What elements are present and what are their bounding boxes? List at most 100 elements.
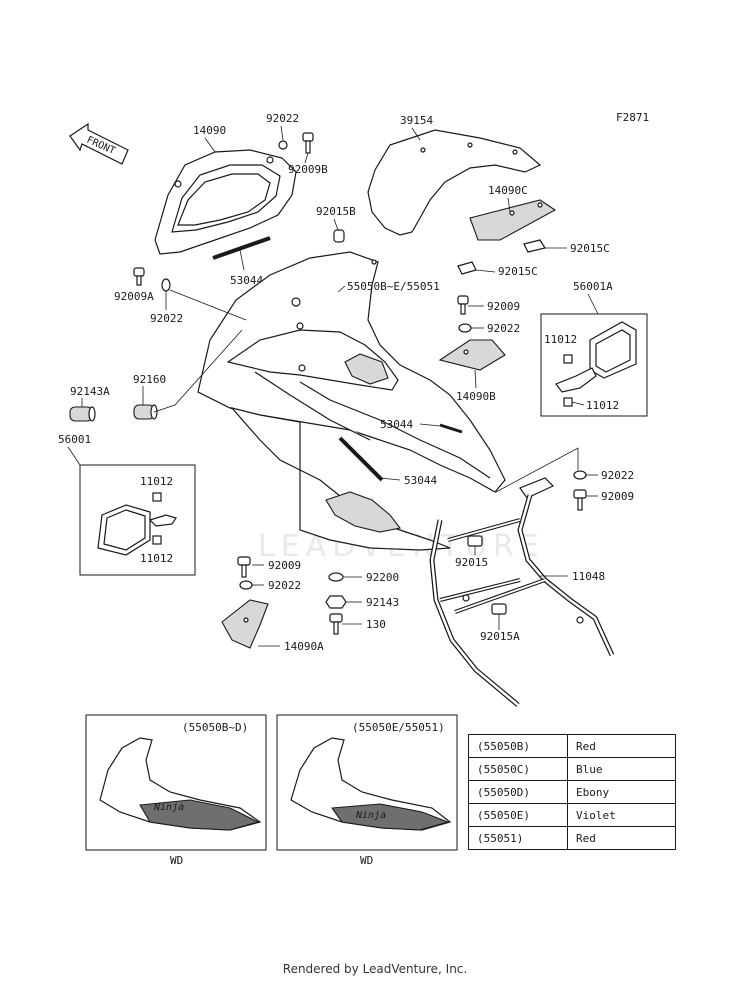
clip-92015c-right[interactable]	[523, 239, 546, 253]
label-14090b: 14090B	[456, 390, 496, 403]
grommet-11012-left-bottom[interactable]	[152, 535, 162, 545]
label-92015b: 92015B	[316, 205, 356, 218]
washer-92022-top[interactable]	[278, 140, 288, 150]
label-92009b: 92009B	[288, 163, 328, 176]
variant-1-title: (55050B~D)	[182, 721, 248, 734]
clip-92015b[interactable]	[333, 229, 345, 243]
variant-2-logo: Ninja	[355, 810, 386, 821]
color-name-cell: Violet	[567, 803, 676, 827]
label-11012-left-bottom: 11012	[140, 552, 173, 565]
mirror-left-part[interactable]	[97, 504, 177, 556]
color-code-cell: (55050B)	[468, 734, 568, 758]
variant-1-logo: Ninja	[153, 802, 184, 813]
washer-92022-far-right[interactable]	[573, 470, 587, 480]
strip-53044-lower[interactable]	[338, 436, 384, 482]
bolt-92009b[interactable]	[302, 132, 314, 154]
label-11012-right-top: 11012	[544, 333, 577, 346]
table-row: (55050C) Blue	[468, 757, 676, 781]
mirror-right-part[interactable]	[555, 321, 637, 393]
label-14090: 14090	[193, 124, 226, 137]
label-11012-right-bottom: 11012	[586, 399, 619, 412]
bracket-14090a[interactable]	[221, 599, 269, 649]
grommet-11012-left-top[interactable]	[152, 492, 162, 502]
label-11012-left-top: 11012	[140, 475, 173, 488]
meter-cover-part[interactable]	[154, 149, 297, 255]
label-53044-lower: 53044	[404, 474, 437, 487]
variant-2-label: WD	[360, 854, 373, 867]
table-row: (55051) Red	[468, 826, 676, 850]
label-92200: 92200	[366, 571, 399, 584]
clip-92015a[interactable]	[491, 603, 507, 615]
label-92022-right-upper: 92022	[487, 322, 520, 335]
table-row: (55050E) Violet	[468, 803, 676, 827]
label-92015: 92015	[455, 556, 488, 569]
windshield-part[interactable]	[367, 129, 542, 236]
table-row: (55050B) Red	[468, 734, 676, 758]
color-code-cell: (55050E)	[468, 803, 568, 827]
color-name-cell: Ebony	[567, 780, 676, 804]
bracket-14090b[interactable]	[438, 339, 506, 371]
grommet-11012-right-top[interactable]	[563, 354, 573, 364]
mirror-right-box	[540, 313, 648, 417]
color-name-cell: Red	[567, 826, 676, 850]
front-arrow-icon: FRONT	[69, 122, 129, 165]
grommet-92160[interactable]	[133, 404, 158, 420]
label-92015a: 92015A	[480, 630, 520, 643]
mirror-left-box	[79, 464, 196, 576]
stay-frame-11048[interactable]	[429, 477, 615, 707]
variant-box-2: (55050E/55051) Ninja WD	[276, 714, 458, 867]
label-14090c: 14090C	[488, 184, 528, 197]
label-92009-lower: 92009	[268, 559, 301, 572]
bolt-92009-far-right[interactable]	[573, 489, 587, 511]
label-53044-top: 53044	[230, 274, 263, 287]
bolt-92009a[interactable]	[133, 267, 145, 286]
label-92143a: 92143A	[70, 385, 110, 398]
footer-credit: Rendered by LeadVenture, Inc.	[282, 962, 468, 976]
nut-92143[interactable]	[325, 595, 347, 609]
color-code-cell: (55051)	[468, 826, 568, 850]
label-92160: 92160	[133, 373, 166, 386]
washer-92022-lower[interactable]	[239, 580, 253, 590]
spacer-92143a[interactable]	[69, 406, 96, 422]
label-92143: 92143	[366, 596, 399, 609]
strip-53044-top[interactable]	[212, 236, 271, 260]
label-55050: 55050B~E/55051	[347, 280, 440, 293]
lower-cowl-part[interactable]	[230, 406, 451, 551]
label-92015c-left: 92015C	[498, 265, 538, 278]
strip-53044-side[interactable]	[439, 423, 463, 434]
label-92009a: 92009A	[114, 290, 154, 303]
clip-92015[interactable]	[467, 535, 483, 547]
label-14090a: 14090A	[284, 640, 324, 653]
label-56001a: 56001A	[573, 280, 613, 293]
table-row: (55050D) Ebony	[468, 780, 676, 804]
label-53044-side: 53044	[380, 418, 413, 431]
clip-92015c-left[interactable]	[457, 261, 477, 275]
bolt-130[interactable]	[329, 613, 343, 635]
bolt-92009-lower[interactable]	[237, 556, 251, 578]
bracket-14090c[interactable]	[469, 199, 557, 241]
upper-cowl-part[interactable]	[197, 251, 506, 493]
color-code-cell: (55050D)	[468, 780, 568, 804]
color-name-cell: Blue	[567, 757, 676, 781]
variant-2-title: (55050E/55051)	[352, 721, 445, 734]
washer-92022-left[interactable]	[161, 278, 171, 292]
bolt-92009-right-upper[interactable]	[457, 295, 469, 315]
label-92022-far-right: 92022	[601, 469, 634, 482]
variant-1-label: WD	[170, 854, 183, 867]
washer-92022-right-upper[interactable]	[458, 323, 472, 333]
label-56001: 56001	[58, 433, 91, 446]
label-39154: 39154	[400, 114, 433, 127]
color-code-table: (55050B) Red (55050C) Blue (55050D) Ebon…	[468, 734, 676, 850]
label-92022-top: 92022	[266, 112, 299, 125]
variant-box-1: (55050B~D) Ninja WD	[85, 714, 267, 867]
label-92022-lower: 92022	[268, 579, 301, 592]
label-11048: 11048	[572, 570, 605, 583]
label-92022-left: 92022	[150, 312, 183, 325]
washer-92200[interactable]	[328, 572, 344, 582]
grommet-11012-right-bottom[interactable]	[563, 397, 573, 407]
label-130: 130	[366, 618, 386, 631]
diagram-code: F2871	[616, 111, 649, 124]
color-code-cell: (55050C)	[468, 757, 568, 781]
color-name-cell: Red	[567, 734, 676, 758]
